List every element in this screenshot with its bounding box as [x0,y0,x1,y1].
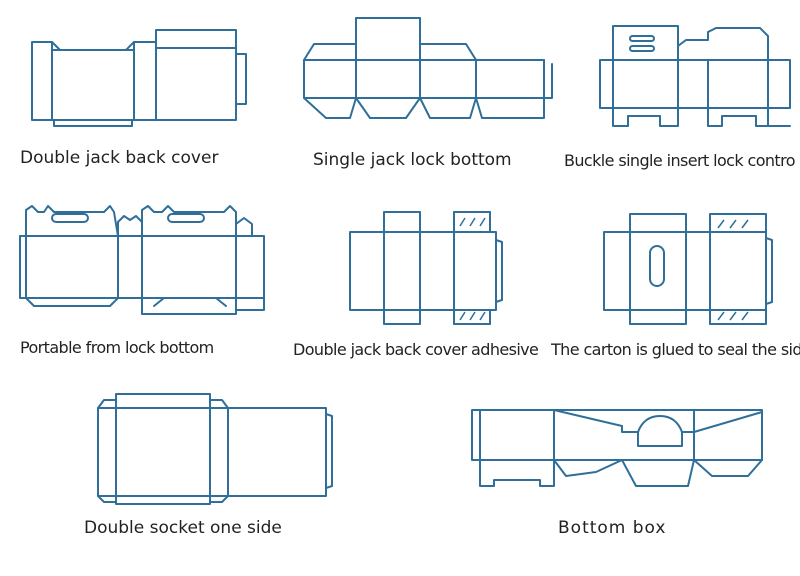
caption-bottom-box: Bottom box [558,518,667,538]
dieline-double-jack-back-cover [31,29,247,127]
caption-single-jack-lock-bottom: Single jack lock bottom [313,150,512,170]
dieline-carton-glued-side [603,213,773,325]
dieline-portable-lock-bottom [19,205,265,315]
caption-portable-lock-bottom: Portable from lock bottom [20,338,214,357]
caption-double-jack-adhesive: Double jack back cover adhesive [293,340,539,359]
caption-buckle-single-insert: Buckle single insert lock contro [564,151,796,170]
caption-double-socket-one-side: Double socket one side [84,518,282,538]
dieline-double-jack-adhesive [349,211,503,325]
dieline-single-jack-lock-bottom [303,17,553,119]
caption-carton-glued-side: The carton is glued to seal the sid [551,340,800,359]
dieline-double-socket-one-side [97,393,333,505]
dieline-buckle-single-insert-lock [599,25,791,127]
dieline-bottom-box [471,409,763,487]
caption-double-jack-back-cover: Double jack back cover [20,148,219,168]
